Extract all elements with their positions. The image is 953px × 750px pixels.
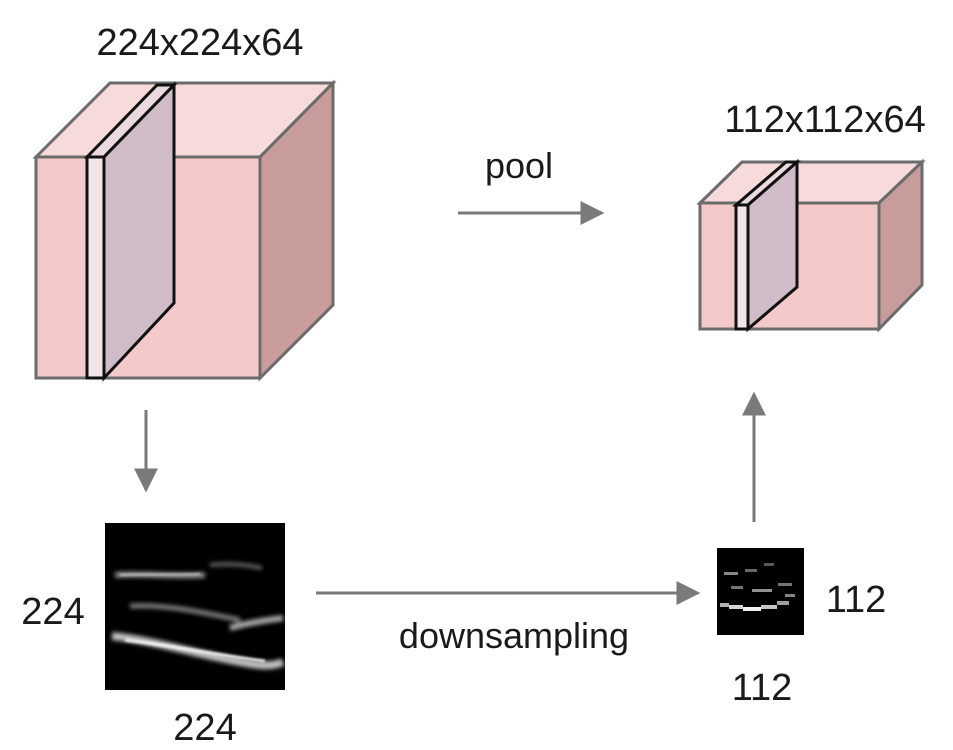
input-slice-width-label: 224	[173, 707, 236, 749]
pool-label: pool	[485, 145, 553, 186]
input-slice-height-label: 224	[21, 591, 84, 633]
downsampling-label: downsampling	[399, 615, 629, 656]
input-feature-map	[105, 523, 285, 690]
output-feature-map	[717, 548, 804, 635]
output-depth-slice	[731, 158, 801, 333]
input-volume-dims-label: 224x224x64	[96, 22, 303, 64]
input-depth-slice	[83, 81, 178, 382]
output-slice-width-label: 112	[732, 667, 793, 709]
output-slice-height-label: 112	[826, 579, 887, 621]
input-volume	[32, 79, 337, 382]
output-volume-dims-label: 112x112x64	[724, 99, 925, 141]
output-volume	[696, 158, 926, 333]
